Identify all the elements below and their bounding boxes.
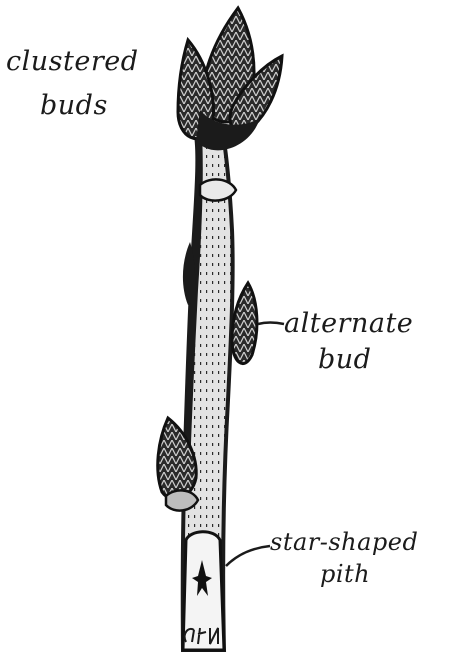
pith-leader-line <box>226 546 270 566</box>
alternate-leader-line <box>258 323 284 325</box>
alternate-bud <box>232 283 257 364</box>
leaf-scar <box>200 179 236 200</box>
lower-bud-scale <box>166 490 198 510</box>
label-clustered: clustered <box>6 48 139 75</box>
label-buds: buds <box>40 92 108 119</box>
label-pith: pith <box>320 562 370 586</box>
label-alternate: alternate <box>284 310 413 337</box>
label-bud: bud <box>318 346 371 373</box>
label-star-shaped: star-shaped <box>270 530 418 554</box>
terminal-bud-cluster <box>178 8 282 150</box>
artist-signature <box>180 620 240 650</box>
